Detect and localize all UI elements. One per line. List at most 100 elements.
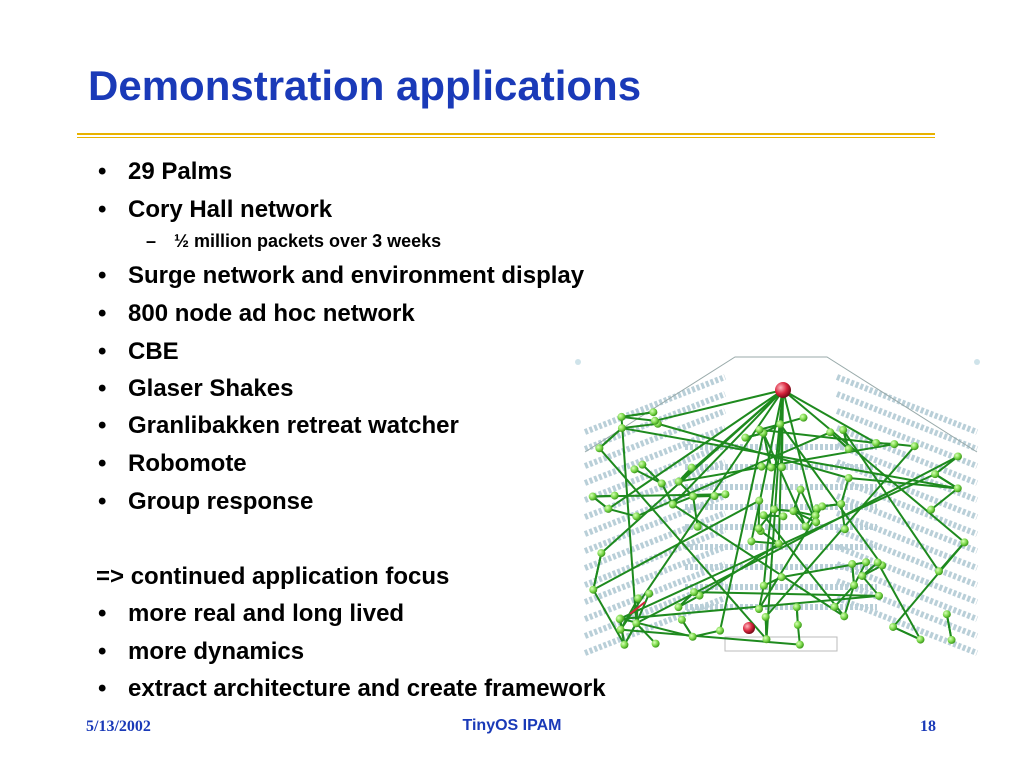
network-node — [840, 525, 849, 534]
bullet-dot: • — [98, 450, 107, 477]
network-link — [621, 415, 656, 422]
network-node — [617, 412, 626, 421]
network-link — [758, 505, 823, 610]
network-node — [687, 463, 696, 472]
network-node — [597, 549, 606, 558]
network-node — [811, 511, 820, 520]
network-link — [840, 477, 850, 505]
network-node — [858, 571, 867, 580]
network-link — [598, 427, 623, 450]
network-node — [589, 585, 598, 594]
network-node — [632, 512, 641, 521]
network-node — [616, 625, 625, 634]
page-number: 18 — [920, 718, 936, 735]
network-node — [799, 413, 808, 422]
network-node — [762, 635, 771, 644]
network-node — [795, 640, 804, 649]
network-node — [615, 615, 624, 624]
network-link — [934, 473, 959, 490]
network-node — [960, 538, 969, 547]
bullet-text: Robomote — [128, 450, 247, 477]
network-node — [848, 560, 857, 569]
network-link — [635, 622, 657, 645]
network-node — [630, 465, 639, 474]
network-link — [678, 443, 895, 483]
seat-row — [835, 544, 979, 605]
bullet-text: Cory Hall network — [128, 196, 333, 223]
network-link — [764, 445, 916, 618]
network-node — [716, 626, 725, 635]
root-node — [775, 382, 791, 398]
wall-outline — [584, 356, 978, 453]
network-link — [623, 622, 638, 646]
network-link — [762, 432, 773, 468]
network-node — [947, 635, 956, 644]
network-node — [617, 424, 626, 433]
network-link — [938, 541, 966, 572]
network-node — [844, 445, 853, 454]
network-link — [861, 575, 880, 597]
network-link — [945, 614, 953, 641]
network-node — [754, 524, 763, 533]
network-node — [761, 612, 770, 621]
network-node — [793, 620, 802, 629]
network-node — [789, 507, 798, 516]
network-node — [645, 589, 654, 598]
bullet-text: Surge network and environment display — [128, 262, 585, 289]
network-link — [633, 468, 663, 485]
bullet-text: Group response — [128, 488, 314, 515]
bullet-dot: • — [98, 196, 107, 223]
network-link — [641, 463, 663, 485]
bullet-text: 29 Palms — [128, 158, 233, 185]
network-node — [953, 484, 962, 493]
network-link — [654, 389, 784, 422]
seat-row — [835, 510, 979, 571]
bullet-text: Granlibakken retreat watcher — [128, 412, 459, 439]
network-node — [931, 470, 940, 479]
network-node — [689, 492, 698, 501]
network-link — [842, 429, 940, 572]
network-map-image — [575, 356, 980, 656]
network-node — [690, 588, 699, 597]
network-link — [840, 503, 846, 530]
title-rule-bottom — [77, 137, 935, 138]
network-node — [668, 500, 677, 509]
network-node — [657, 479, 666, 488]
network-nodes — [575, 359, 980, 649]
bullet-dot: • — [98, 262, 107, 289]
footer-date: 5/13/2002 — [86, 718, 151, 735]
network-node — [741, 433, 750, 442]
seat-row — [583, 544, 727, 605]
network-node — [588, 492, 597, 501]
network-node — [620, 640, 629, 649]
bullet-dot: • — [98, 375, 107, 402]
network-link — [678, 594, 700, 609]
network-link — [876, 561, 922, 641]
bullet-text: 800 node ad hoc network — [128, 300, 415, 327]
network-link — [620, 416, 638, 624]
network-node — [812, 518, 821, 527]
network-node — [872, 438, 881, 447]
network-node — [796, 485, 805, 494]
footer-title: TinyOS IPAM — [462, 717, 562, 734]
network-link — [692, 496, 699, 527]
network-node — [632, 619, 641, 628]
focus-bullet-text: more real and long lived — [128, 600, 405, 627]
network-link — [762, 432, 807, 527]
network-deployment-figure — [575, 352, 987, 656]
bullet-dot: • — [98, 338, 107, 365]
network-node — [693, 522, 702, 531]
network-node — [674, 477, 683, 486]
network-node — [757, 462, 766, 471]
seat-row — [583, 374, 727, 435]
sub-bullet-dash: – — [146, 231, 157, 251]
corner-dot — [575, 359, 581, 365]
bullet-dot: • — [98, 638, 107, 665]
network-node — [844, 473, 853, 482]
focus-bullet-text: extract architecture and create framewor… — [128, 675, 606, 702]
corner-dot — [974, 359, 980, 365]
network-node — [910, 442, 919, 451]
network-link — [833, 584, 855, 608]
network-link — [607, 389, 784, 510]
network-node — [777, 463, 786, 472]
